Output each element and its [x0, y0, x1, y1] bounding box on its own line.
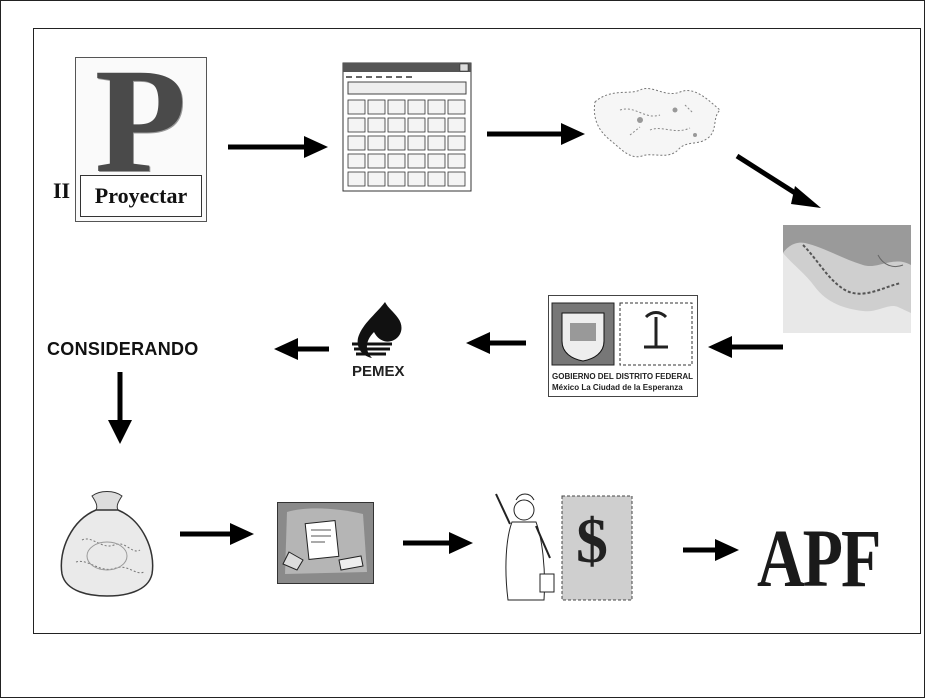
calc-key	[407, 117, 426, 133]
considerando-label: CONSIDERANDO	[47, 339, 199, 359]
arrow-worker-to-apf	[683, 539, 739, 561]
calc-key	[427, 117, 446, 133]
calc-key	[367, 117, 386, 133]
svg-text:$: $	[576, 505, 608, 576]
calc-key	[387, 153, 406, 169]
calc-key	[427, 99, 446, 115]
calc-key	[427, 153, 446, 169]
roman-numeral: II	[53, 178, 71, 203]
document-exchange-icon	[277, 502, 374, 584]
calc-key	[427, 135, 446, 151]
calc-key	[347, 135, 366, 151]
worker-money-icon: $	[495, 493, 633, 601]
calc-key	[387, 171, 406, 187]
calc-key	[347, 117, 366, 133]
gdf-line-1: GOBIERNO DEL DISTRITO FEDERAL	[552, 372, 693, 381]
arrow-document-to-worker	[403, 532, 473, 554]
calc-key	[407, 153, 426, 169]
arrow-gdf-to-pemex	[466, 332, 526, 354]
pemex-label: PEMEX	[352, 363, 405, 380]
arrow-map-to-mexico	[735, 153, 821, 208]
calc-key	[447, 135, 466, 151]
calc-key	[407, 99, 426, 115]
pemex-logo-icon: PEMEX	[352, 302, 405, 380]
calc-key	[367, 135, 386, 151]
map-sketch-icon	[593, 88, 721, 158]
arrow-pemex-to-considerando	[274, 338, 329, 360]
p-letter-icon: P	[94, 38, 187, 204]
proyectar-card: P Proyectar	[75, 46, 207, 222]
calc-key	[347, 99, 366, 115]
gdf-line-2: México La Ciudad de la Esperanza	[552, 383, 683, 392]
calc-key	[347, 171, 366, 187]
calculator-window-icon	[342, 62, 472, 192]
calc-key	[367, 171, 386, 187]
arrow-considerando-to-moneybag	[108, 372, 132, 444]
gdf-seal-icon: GOBIERNO DEL DISTRITO FEDERAL México La …	[548, 295, 698, 397]
calc-key	[387, 99, 406, 115]
calc-key	[427, 171, 446, 187]
calc-key	[447, 99, 466, 115]
arrow-calc-to-map	[487, 123, 585, 145]
calc-key	[407, 171, 426, 187]
calc-key	[387, 117, 406, 133]
calc-key	[387, 135, 406, 151]
diagram-frame	[33, 28, 921, 634]
calc-key	[347, 153, 366, 169]
calc-key	[447, 117, 466, 133]
calc-key	[447, 153, 466, 169]
arrow-proyectar-to-calc	[228, 136, 328, 158]
calc-key	[367, 99, 386, 115]
arrow-mexico-to-gdf	[708, 336, 783, 358]
calc-key	[367, 153, 386, 169]
calc-key	[447, 171, 466, 187]
arrow-moneybag-to-document	[180, 523, 254, 545]
proyectar-label: Proyectar	[80, 175, 202, 217]
mexico-map-icon	[783, 225, 911, 333]
money-bag-icon	[60, 491, 154, 597]
calc-key	[407, 135, 426, 151]
apf-logo-icon: APF	[757, 513, 881, 605]
